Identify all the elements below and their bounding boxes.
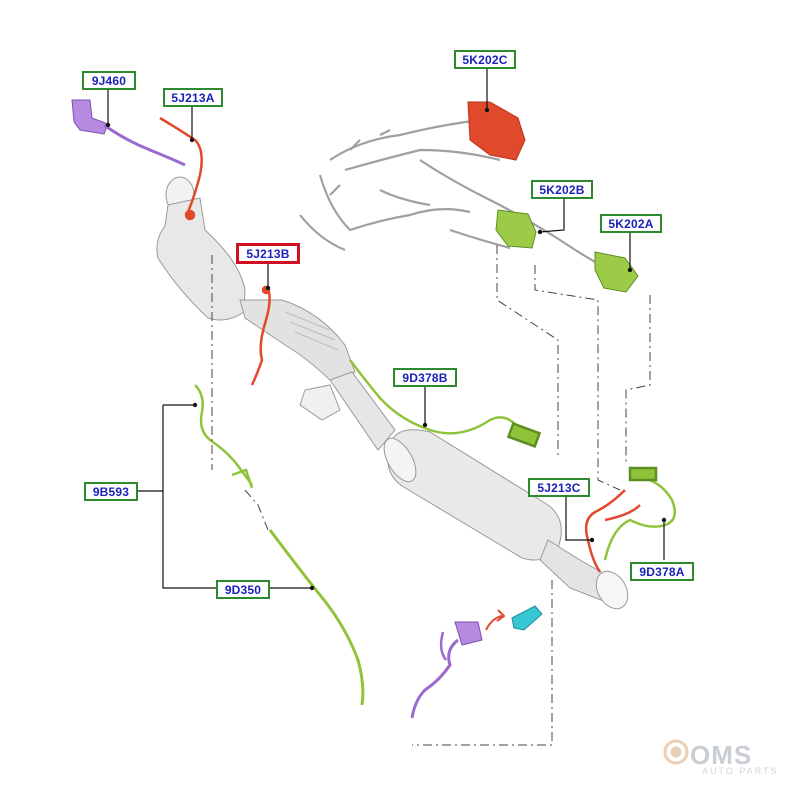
cyan-connector [511,605,543,631]
purple-sensor-lower [410,621,483,719]
callout-5k202c[interactable]: 5K202C [454,50,516,69]
green-sensor-9b593 [194,384,254,489]
green-sensor-9d378b [349,359,542,448]
leader-dots [105,107,667,591]
purple-sensor-9j460 [71,99,186,167]
red-sensor-5j213a [159,116,203,221]
red-arrow [485,609,506,631]
green-module-5k202b [495,209,537,249]
red-module-5k202c [467,101,526,161]
front-catalyst [156,197,246,321]
callout-9d378a[interactable]: 9D378A [630,562,694,581]
pipe-bracket [299,384,341,421]
green-sensor-9d378a [603,466,677,561]
callout-9j460[interactable]: 9J460 [82,71,136,90]
green-module-5k202a [594,251,639,293]
callout-9b593[interactable]: 9B593 [84,482,138,501]
callout-5j213b-highlighted[interactable]: 5J213B [236,243,300,264]
watermark-logo-subtext: AUTO PARTS [702,766,779,776]
tail-outlet [595,570,629,610]
dash-lines [211,245,651,746]
watermark-logo-text: OMS [690,740,753,770]
exhaust-assembly [156,176,629,610]
watermark-gear-icon [663,739,689,765]
callout-9d350[interactable]: 9D350 [216,580,270,599]
callout-5k202b[interactable]: 5K202B [531,180,593,199]
leader-lines [107,66,665,589]
callout-5j213a[interactable]: 5J213A [163,88,223,107]
red-sensor-5j213c [584,489,641,573]
mid-pipe [329,371,396,451]
callout-9d378b[interactable]: 9D378B [393,368,457,387]
green-pipe-9d350 [268,529,365,706]
callout-5k202a[interactable]: 5K202A [600,214,662,233]
callout-5j213c[interactable]: 5J213C [528,478,590,497]
